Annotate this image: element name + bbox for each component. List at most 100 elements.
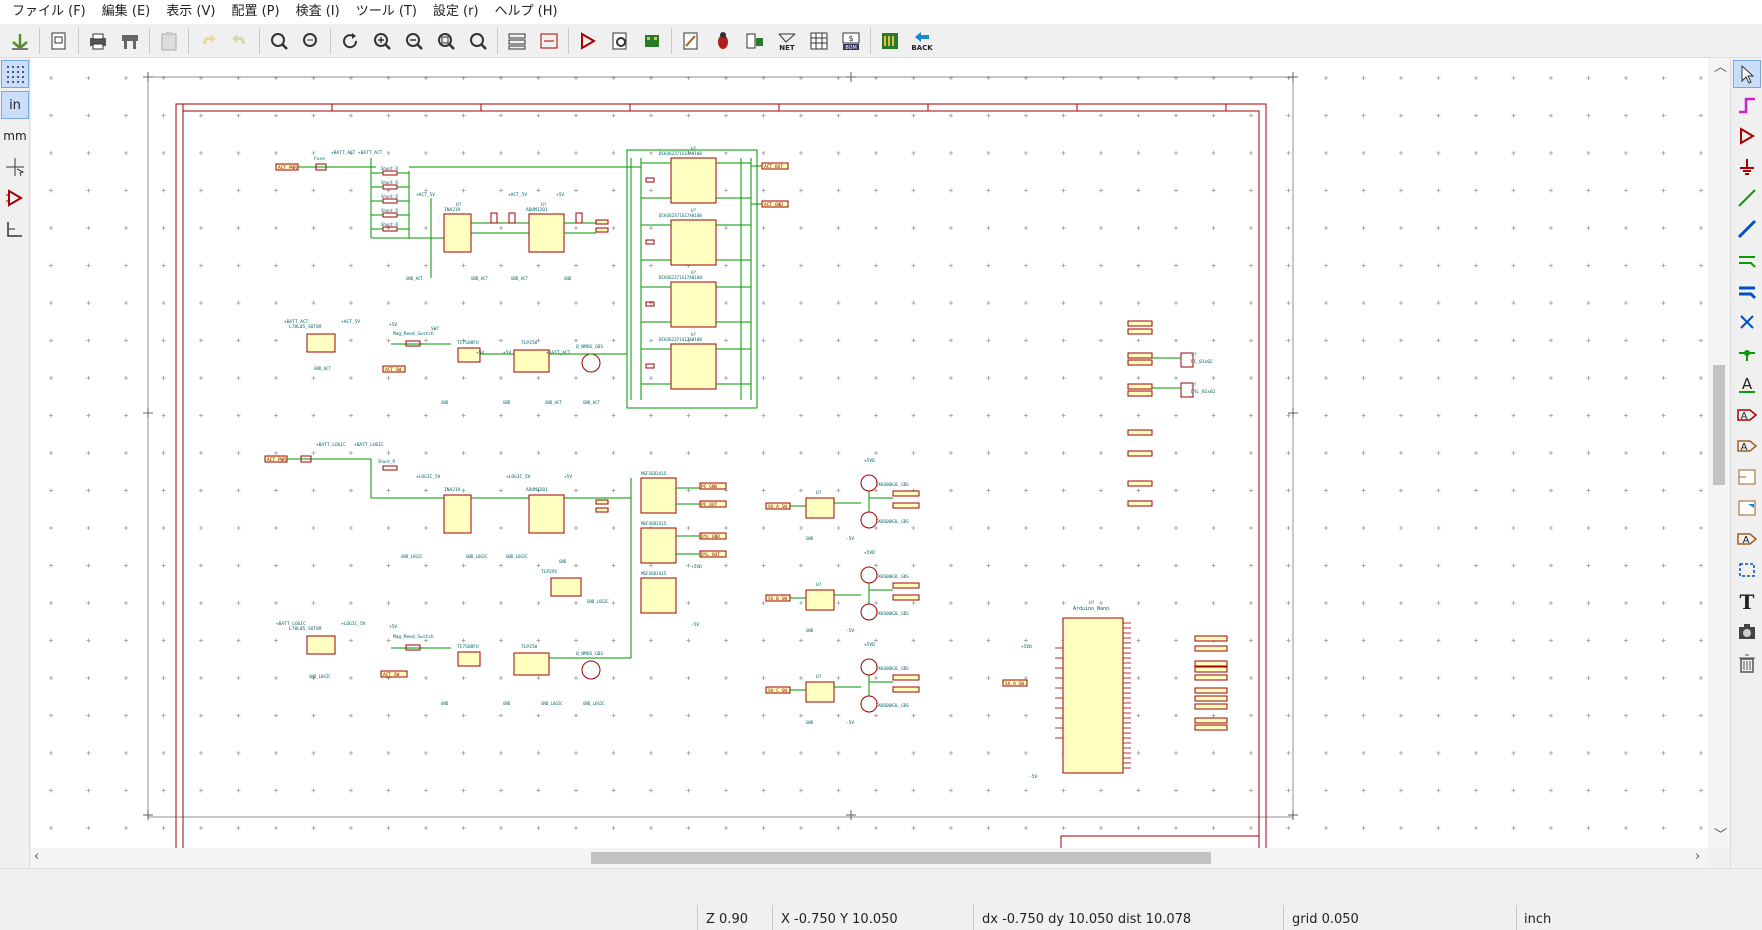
zoom-selection-button[interactable] (464, 27, 492, 55)
erc-button[interactable] (709, 27, 737, 55)
horizontal-scroll-thumb[interactable] (591, 852, 1211, 864)
power-label: GND_ACT (406, 276, 423, 281)
wire-to-bus-button[interactable] (1733, 246, 1761, 274)
print-button[interactable] (84, 27, 112, 55)
power-label: +5V (503, 350, 511, 356)
net-label: ACT_GND (764, 202, 783, 208)
select-tool-button[interactable] (1733, 60, 1761, 88)
annotate-button[interactable] (677, 27, 705, 55)
save-button[interactable] (6, 27, 34, 55)
hier-label-button[interactable]: A (1733, 432, 1761, 460)
junction-button[interactable] (1733, 339, 1761, 367)
net-label: PC_GND (701, 484, 718, 490)
power-label: +5V (476, 350, 484, 356)
horizontal-scrollbar[interactable]: ‹ › (31, 848, 1708, 868)
grid-toggle-button[interactable] (1, 60, 29, 88)
scroll-right-icon[interactable]: › (1695, 849, 1701, 864)
delete-tool-button[interactable] (1733, 649, 1761, 677)
add-sheet-pin-button[interactable]: A (1733, 525, 1761, 553)
global-label-button[interactable]: A (1733, 401, 1761, 429)
footprint-editor-button[interactable] (638, 27, 666, 55)
zoom-fit-button[interactable] (432, 27, 460, 55)
hierarchy-button[interactable] (503, 27, 531, 55)
component-value: INA219 (444, 207, 461, 213)
component-value: Mag_Reed_Switch (393, 634, 434, 640)
highlight-net-button[interactable] (1733, 91, 1761, 119)
assign-footprints-button[interactable] (741, 27, 769, 55)
cursor-shape-button[interactable] (1, 153, 29, 181)
undo-button[interactable] (194, 27, 222, 55)
pcb-button[interactable] (876, 27, 904, 55)
add-graphic-rect-button[interactable] (1733, 556, 1761, 584)
dcdc-converter (670, 281, 717, 328)
scroll-left-icon[interactable]: ‹ (34, 849, 40, 864)
reed-switch (405, 644, 421, 651)
adum1201-ic (528, 213, 565, 253)
plot-button[interactable] (116, 27, 144, 55)
component-value: DCH362371S17A0100 (659, 275, 702, 280)
add-symbol-button[interactable] (1733, 122, 1761, 150)
menu-place[interactable]: 配置 (P) (231, 4, 280, 19)
bom-table-button[interactable] (805, 27, 833, 55)
redo-button[interactable] (226, 27, 254, 55)
net-label: SV_B_SW (768, 596, 787, 602)
menu-file[interactable]: ファイル (F) (12, 4, 86, 19)
menu-help[interactable]: ヘルプ (H) (494, 4, 558, 19)
menu-inspect[interactable]: 検査 (I) (295, 4, 340, 19)
zoom-fit-icon (438, 32, 455, 50)
menu-edit[interactable]: 編集 (E) (101, 4, 151, 19)
net-label-box (1194, 645, 1228, 652)
crosshair-mark (1288, 810, 1298, 820)
power-label: +BATT_LOGIC (354, 442, 384, 448)
add-text-button[interactable]: T (1733, 587, 1761, 615)
zoom-selection-icon (470, 32, 487, 50)
power-label: GND_ACT (583, 400, 600, 405)
toolbar-separator (330, 27, 331, 54)
power-label: +5VD (864, 458, 875, 464)
scroll-down-icon[interactable]: ﹀ (1714, 828, 1728, 843)
netlist-button[interactable]: NET (773, 27, 801, 55)
zoom-in-button[interactable] (368, 27, 396, 55)
crosshair-mark (143, 810, 153, 820)
wire-angle-button[interactable] (1, 215, 29, 243)
zoom-out-button[interactable] (400, 27, 428, 55)
leave-sheet-button[interactable] (535, 27, 563, 55)
vertical-scrollbar[interactable]: ︿ ﹀ (1708, 58, 1730, 848)
bom-button[interactable]: $BOM (837, 27, 865, 55)
net-label-box (1127, 500, 1153, 507)
import-sheet-pin-button[interactable] (1733, 494, 1761, 522)
net-label: SV_C_SW (768, 688, 787, 694)
back-button[interactable]: BACK (908, 27, 936, 55)
add-bus-button[interactable] (1733, 215, 1761, 243)
menu-tools[interactable]: ツール (T) (355, 4, 417, 19)
menu-view[interactable]: 表示 (V) (166, 4, 216, 19)
mm-units-button[interactable]: mm (1, 122, 29, 150)
add-power-button[interactable] (1733, 153, 1761, 181)
hidden-pins-button[interactable] (1, 184, 29, 212)
symbol-browser-button[interactable] (606, 27, 634, 55)
net-label-button[interactable]: A (1733, 370, 1761, 398)
find-button[interactable] (265, 27, 293, 55)
mosfet (860, 658, 878, 676)
power-label: GND_LOGIC (506, 554, 528, 559)
hier-sheet-button[interactable] (1733, 463, 1761, 491)
power-label: +BATT_ACT (358, 150, 383, 156)
scroll-up-icon[interactable]: ︿ (1714, 60, 1728, 75)
menu-settings[interactable]: 設定 (r) (432, 4, 479, 19)
paste-button[interactable] (155, 27, 183, 55)
add-wire-button[interactable] (1733, 184, 1761, 212)
add-image-button[interactable] (1733, 618, 1761, 646)
component-value: L78L05_SOT89 (289, 626, 322, 632)
vertical-scroll-thumb[interactable] (1713, 365, 1725, 485)
refresh-button[interactable] (336, 27, 364, 55)
new-sheet-button[interactable] (45, 27, 73, 55)
inch-units-button[interactable]: in (1, 91, 29, 119)
component-ref: U? (691, 208, 697, 213)
symbol-editor-button[interactable] (574, 27, 602, 55)
bus-to-bus-button[interactable] (1733, 277, 1761, 305)
no-connect-button[interactable] (1733, 308, 1761, 336)
power-label: GND (441, 701, 449, 706)
find-replace-button[interactable] (297, 27, 325, 55)
wire-bus-entry-icon (1739, 256, 1756, 268)
